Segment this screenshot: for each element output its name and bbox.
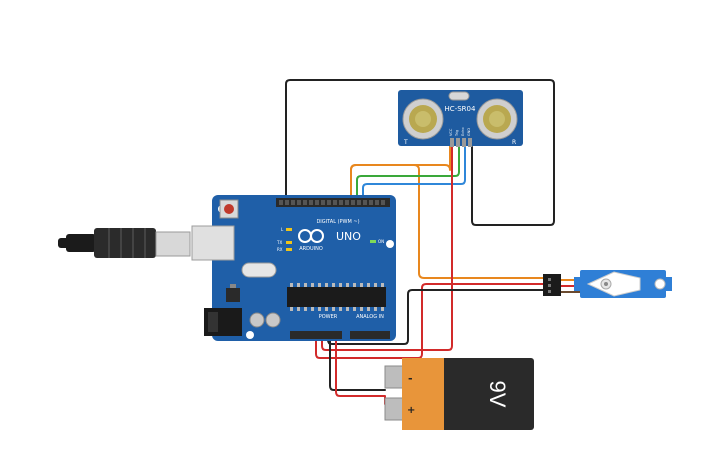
wire-gnd-sensor[interactable] — [285, 79, 555, 226]
transmitter-transducer — [402, 98, 444, 140]
digital-header-label: DIGITAL (PWM ~) — [316, 219, 359, 225]
wire-servo-power[interactable] — [315, 283, 546, 359]
sensor-pin-echo: Echo — [461, 128, 465, 137]
rx-label: RX — [277, 247, 283, 252]
arduino-uno-board[interactable]: DIGITAL (PWM ~) ARDUINO UNO L TX RX ON — [191, 195, 396, 341]
sensor-pin-vcc: VCC — [449, 128, 453, 136]
receiver-transducer — [476, 98, 518, 140]
servo-horn[interactable] — [586, 271, 641, 297]
arduino-logo: ARDUINO UNO — [298, 229, 361, 252]
micro-servo[interactable] — [543, 270, 672, 298]
wire-battery-neg[interactable] — [329, 333, 386, 391]
tx-label: TX — [276, 240, 282, 245]
sensor-r-label: R — [512, 139, 516, 146]
wire-battery-pos[interactable] — [335, 333, 386, 405]
battery-terminal-negative — [384, 365, 404, 389]
battery-terminal-positive — [384, 397, 404, 421]
wires — [285, 79, 555, 405]
battery-minus-label: - — [408, 372, 413, 385]
sensor-t-label: T — [403, 139, 408, 146]
battery-plus-label: + — [407, 405, 415, 416]
wire-trig[interactable] — [356, 146, 460, 201]
mounting-hole — [386, 240, 394, 248]
battery-voltage-label: 9V — [485, 381, 510, 408]
sensor-model-label: HC-SR04 — [445, 105, 476, 113]
power-header — [290, 331, 342, 339]
brand-label: ARDUINO — [299, 246, 323, 252]
ultrasonic-sensor-hc-sr04[interactable]: HC-SR04 T R VCC Trig Echo GND — [398, 90, 523, 147]
sensor-pin-gnd: GND — [467, 128, 471, 136]
analog-header-label: ANALOG IN — [356, 314, 384, 320]
sensor-pin-trig: Trig — [455, 130, 459, 137]
analog-header — [350, 331, 390, 339]
wire-vcc-sensor[interactable] — [321, 146, 453, 351]
servo-connector — [543, 274, 561, 296]
atmega-chip — [287, 287, 386, 307]
battery-9v[interactable]: - + 9V — [384, 358, 534, 430]
usb-cable[interactable] — [58, 228, 191, 258]
wire-servo-gnd[interactable] — [327, 289, 546, 345]
power-header-label: POWER — [319, 314, 338, 320]
mounting-hole — [246, 331, 254, 339]
wire-echo[interactable] — [362, 146, 466, 201]
wire-orange-servo[interactable] — [350, 164, 546, 279]
uno-label: UNO — [336, 230, 361, 243]
l-led-label: L — [281, 227, 284, 232]
on-label: ON — [378, 239, 384, 244]
wire-servo-signal[interactable] — [350, 144, 451, 201]
usb-port — [191, 225, 235, 261]
